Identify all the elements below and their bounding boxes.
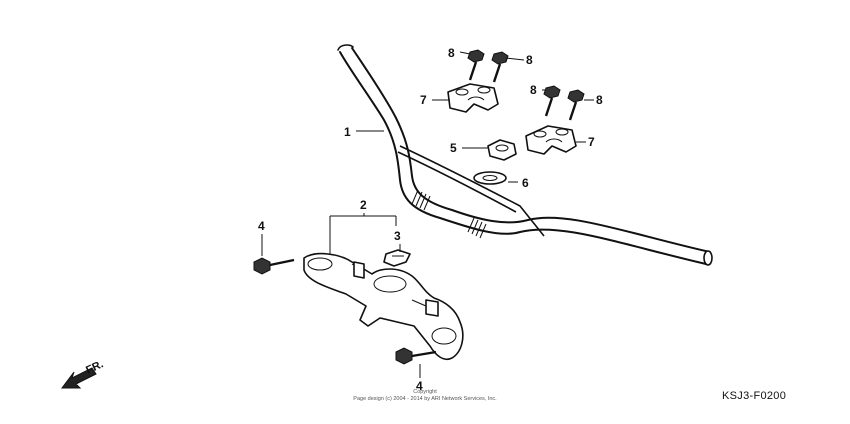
- callout-5: 5: [450, 141, 457, 155]
- bolt-8-d: [567, 89, 585, 121]
- handlebar: [337, 44, 713, 266]
- copyright-line-2: Page design (c) 2004 - 2014 by ARI Netwo…: [353, 396, 497, 402]
- holder-upper-right: [525, 125, 577, 155]
- diagram-code: KSJ3-F0200: [722, 390, 787, 402]
- bolt-4-left: [253, 257, 295, 275]
- callout-2: 2: [360, 198, 367, 212]
- callout-7-right: 7: [588, 135, 595, 149]
- callout-4-left: 4: [258, 219, 265, 233]
- top-bridge: [303, 252, 464, 361]
- callout-8-c: 8: [530, 83, 537, 97]
- callout-7-left: 7: [420, 93, 427, 107]
- plate: [383, 249, 411, 267]
- callout-8-a: 8: [448, 46, 455, 60]
- bolt-8-b: [491, 51, 509, 83]
- leader-lines: [261, 51, 594, 378]
- bolt-8-a: [467, 49, 485, 81]
- holder-upper-left: [447, 83, 499, 113]
- bolt-8-c: [543, 85, 561, 117]
- callout-8-b: 8: [526, 53, 533, 67]
- knurl-right: [467, 217, 487, 239]
- copyright-line-1: Copyright: [413, 389, 437, 395]
- callout-1: 1: [344, 125, 351, 139]
- copyright-notice: Copyright Page design (c) 2004 - 2014 by…: [330, 389, 520, 403]
- washer: [473, 171, 507, 185]
- callout-8-d: 8: [596, 93, 603, 107]
- front-arrow-label: FR.: [84, 358, 105, 376]
- callout-4-bottom: 4: [416, 379, 423, 393]
- callout-6: 6: [522, 176, 529, 190]
- callout-3: 3: [394, 229, 401, 243]
- front-arrow: FR.: [61, 358, 105, 389]
- nut: [487, 139, 517, 161]
- bolt-4-bottom: [395, 347, 437, 365]
- knurl-left: [411, 189, 431, 211]
